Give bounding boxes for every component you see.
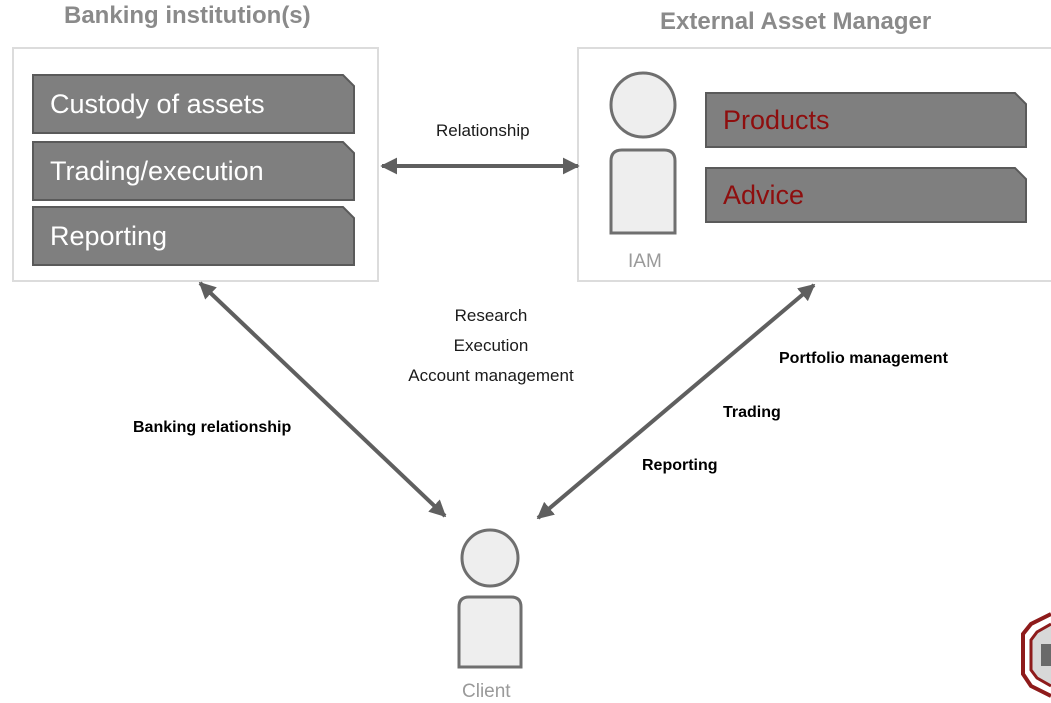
bank-title: Banking institution(s) [64, 2, 311, 29]
logo-emblem [1021, 612, 1051, 698]
iam-caption: IAM [628, 251, 662, 272]
center-service-item: Research [454, 306, 528, 325]
tab-shape [32, 141, 355, 201]
portfolio-management-label: Portfolio management [779, 350, 948, 367]
service-tab-products: Products [705, 92, 1027, 148]
client-person-icon [457, 528, 523, 669]
banking-relationship-label: Banking relationship [133, 419, 292, 436]
reporting-label: Reporting [642, 457, 718, 474]
tab-shape [32, 206, 355, 266]
center-service-item: Account management [408, 366, 574, 385]
management-arrow [536, 283, 816, 520]
trading-label: Trading [723, 404, 781, 421]
tab-shape [705, 92, 1027, 148]
service-label: Trading/execution [50, 155, 264, 186]
tab-shape [32, 74, 355, 134]
client-caption: Client [462, 681, 511, 702]
service-label: Advice [723, 179, 805, 210]
service-label: Reporting [50, 220, 168, 251]
center-service-item: Execution [453, 336, 529, 355]
service-tab-custody: Custody of assets [32, 74, 355, 134]
service-tab-trading: Trading/execution [32, 141, 355, 201]
service-label: Products [723, 104, 830, 135]
banking-relationship-arrow [198, 281, 447, 518]
person-icon [609, 71, 677, 235]
relationship-label: Relationship [436, 121, 530, 140]
tab-shape [705, 167, 1027, 223]
service-label: Custody of assets [50, 88, 265, 119]
service-tab-advice: Advice [705, 167, 1027, 223]
eam-title: External Asset Manager [660, 8, 932, 35]
service-tab-reporting: Reporting [32, 206, 355, 266]
center-services: Research Execution Account management [380, 301, 602, 391]
